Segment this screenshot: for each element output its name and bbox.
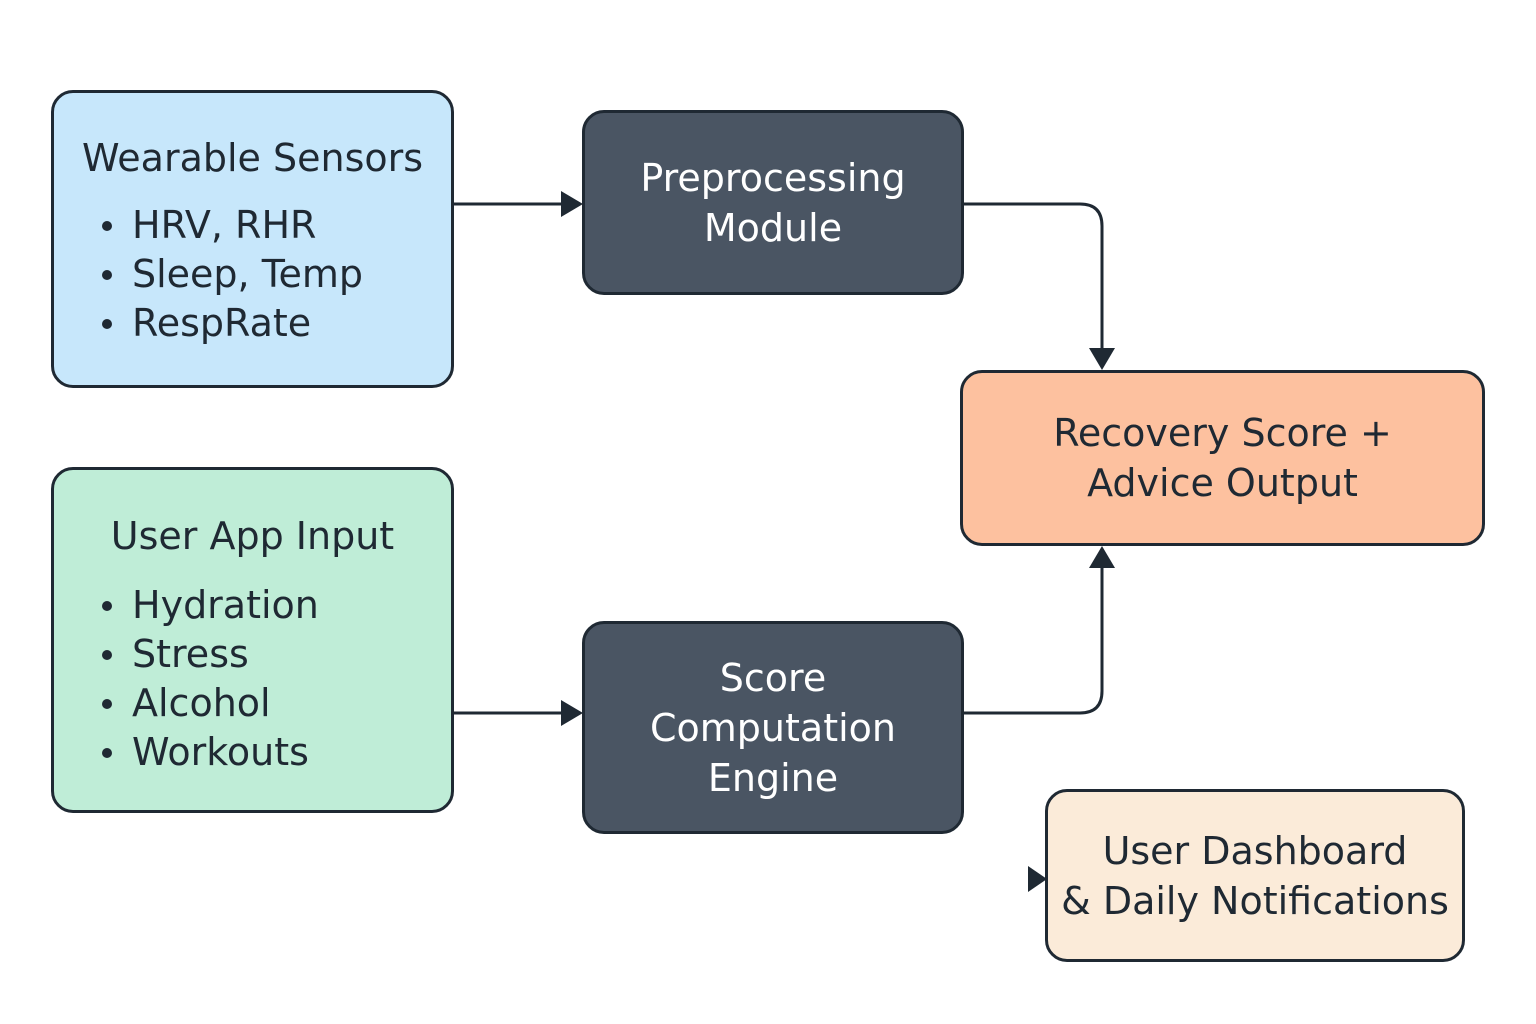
list-item-label: HRV, RHR	[132, 203, 317, 247]
list-item: HRV, RHR	[84, 201, 363, 250]
recovery-score-output-box: Recovery Score + Advice Output	[960, 370, 1485, 546]
wearable-sensors-title: Wearable Sensors	[81, 136, 424, 180]
list-item-label: Alcohol	[132, 681, 271, 725]
score-engine-title-line: Computation	[650, 705, 896, 750]
list-item: Sleep, Temp	[84, 250, 363, 299]
recovery-output-title: Recovery Score + Advice Output	[1053, 408, 1392, 508]
bullet-icon	[102, 270, 112, 280]
preprocessing-module-box: Preprocessing Module	[582, 110, 964, 295]
list-item: Hydration	[84, 581, 319, 630]
preprocessing-title-line: Module	[703, 205, 843, 250]
bullet-icon	[102, 221, 112, 231]
edge-score-engine-to-recovery	[964, 568, 1104, 715]
arrowhead-preprocessing-icon	[561, 191, 583, 217]
preprocessing-module-title: Preprocessing Module	[640, 153, 905, 253]
list-item-label: Hydration	[132, 583, 319, 627]
user-app-input-box: User App Input Hydration Stress Alcohol …	[51, 467, 454, 813]
dashboard-title: User Dashboard & Daily Notifications	[1061, 826, 1449, 926]
recovery-title-line: Recovery Score +	[1053, 411, 1392, 455]
bullet-icon	[102, 650, 112, 660]
list-item-label: Stress	[132, 632, 249, 676]
bullet-icon	[102, 699, 112, 709]
wearable-sensors-list: HRV, RHR Sleep, Temp RespRate	[84, 201, 363, 348]
score-engine-title: Score Computation Engine	[650, 653, 896, 803]
list-item: Workouts	[84, 728, 319, 777]
arrowhead-score-engine-icon	[561, 700, 583, 726]
dashboard-title-line: User Dashboard	[1102, 828, 1408, 873]
wearable-sensors-box: Wearable Sensors HRV, RHR Sleep, Temp Re…	[51, 90, 454, 388]
user-dashboard-box: User Dashboard & Daily Notifications	[1045, 789, 1465, 962]
list-item-label: Sleep, Temp	[132, 252, 363, 296]
bullet-icon	[102, 601, 112, 611]
dashboard-title-line: & Daily Notifications	[1061, 878, 1449, 923]
list-item-label: Workouts	[132, 730, 309, 774]
user-app-input-title: User App Input	[110, 514, 395, 558]
score-engine-title-line: Score	[719, 655, 827, 700]
bullet-icon	[102, 748, 112, 758]
list-item: RespRate	[84, 299, 363, 348]
list-item-label: RespRate	[132, 301, 312, 345]
list-item: Stress	[84, 630, 319, 679]
arrowhead-recovery-bottom-icon	[1089, 546, 1115, 568]
user-app-input-list: Hydration Stress Alcohol Workouts	[84, 581, 319, 777]
list-item: Alcohol	[84, 679, 319, 728]
arrowhead-dashboard-icon	[1028, 866, 1047, 892]
edge-preprocessing-to-recovery	[964, 202, 1104, 350]
arrowhead-recovery-top-icon	[1089, 348, 1115, 370]
preprocessing-title-line: Preprocessing	[640, 155, 906, 200]
bullet-icon	[102, 319, 112, 329]
recovery-title-line: Advice Output	[1087, 461, 1358, 505]
score-engine-title-line: Engine	[707, 755, 839, 800]
score-computation-engine-box: Score Computation Engine	[582, 621, 964, 834]
